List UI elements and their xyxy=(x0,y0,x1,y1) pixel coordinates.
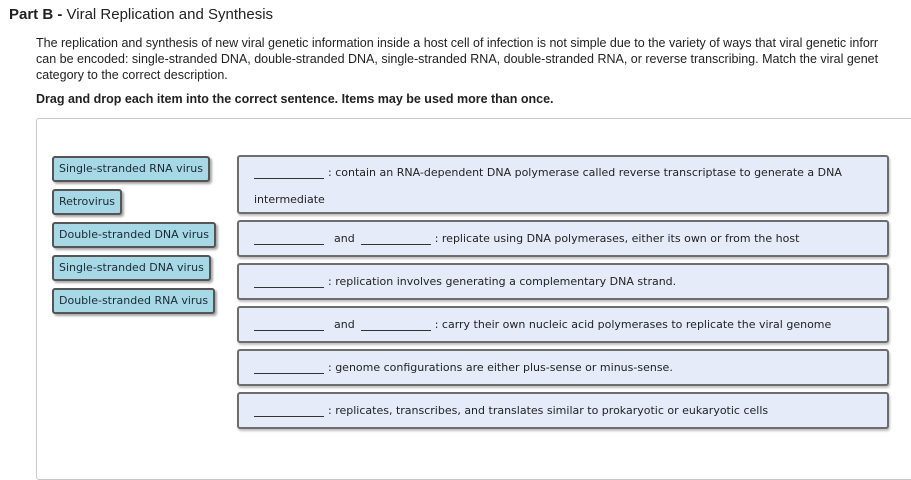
sentence-and-4: and xyxy=(334,318,355,331)
sentence-text-4: : carry their own nucleic acid polymeras… xyxy=(434,318,832,331)
sentence-text-6: : replicates, transcribes, and translate… xyxy=(328,404,769,417)
sentence-target-5: : genome configurations are either plus-… xyxy=(237,349,889,386)
sentence-and-2: and xyxy=(334,232,355,245)
item-double-stranded-rna-virus[interactable]: Double-stranded RNA virus xyxy=(52,288,216,314)
drop-blank-6[interactable] xyxy=(254,404,324,417)
part-title: Part B - Viral Replication and Synthesis xyxy=(9,6,273,23)
item-single-stranded-dna-virus[interactable]: Single-stranded DNA virus xyxy=(52,255,211,281)
drop-blank-5[interactable] xyxy=(254,361,324,374)
sentence-text-1: : contain an RNA-dependent DNA polymeras… xyxy=(328,166,842,179)
drop-blank-1[interactable] xyxy=(254,166,324,179)
drop-blank-4b[interactable] xyxy=(360,318,431,331)
item-single-stranded-rna-virus[interactable]: Single-stranded RNA virus xyxy=(52,156,210,182)
sentence-target-3: : replication involves generating a comp… xyxy=(237,263,889,300)
drop-blank-2a[interactable] xyxy=(254,232,324,245)
sentence-target-2: and : replicate using DNA polymerases, e… xyxy=(237,220,889,257)
question-description: The replication and synthesis of new vir… xyxy=(36,35,911,83)
description-line-2: can be encoded: single-stranded DNA, dou… xyxy=(36,52,879,66)
drop-blank-3[interactable] xyxy=(254,275,324,288)
item-double-stranded-dna-virus[interactable]: Double-stranded DNA virus xyxy=(52,222,216,248)
instruction-text: Drag and drop each item into the correct… xyxy=(36,92,554,106)
description-line-3: category to the correct description. xyxy=(36,68,228,82)
sentence-target-1: : contain an RNA-dependent DNA polymeras… xyxy=(237,155,889,214)
part-label: Part B - xyxy=(9,6,63,23)
item-retrovirus[interactable]: Retrovirus xyxy=(52,189,123,215)
sentence-text-1-continued: intermediate xyxy=(254,193,325,206)
sentence-text-5: : genome configurations are either plus-… xyxy=(328,361,673,374)
sentence-target-6: : replicates, transcribes, and translate… xyxy=(237,392,889,429)
description-line-1: The replication and synthesis of new vir… xyxy=(36,36,879,50)
sentence-target-4: and : carry their own nucleic acid polym… xyxy=(237,306,889,343)
drop-blank-4a[interactable] xyxy=(254,318,324,331)
sentence-text-3: : replication involves generating a comp… xyxy=(328,275,677,288)
drop-blank-2b[interactable] xyxy=(360,232,431,245)
sentence-text-2: : replicate using DNA polymerases, eithe… xyxy=(434,232,800,245)
part-title-text: Viral Replication and Synthesis xyxy=(66,6,274,23)
